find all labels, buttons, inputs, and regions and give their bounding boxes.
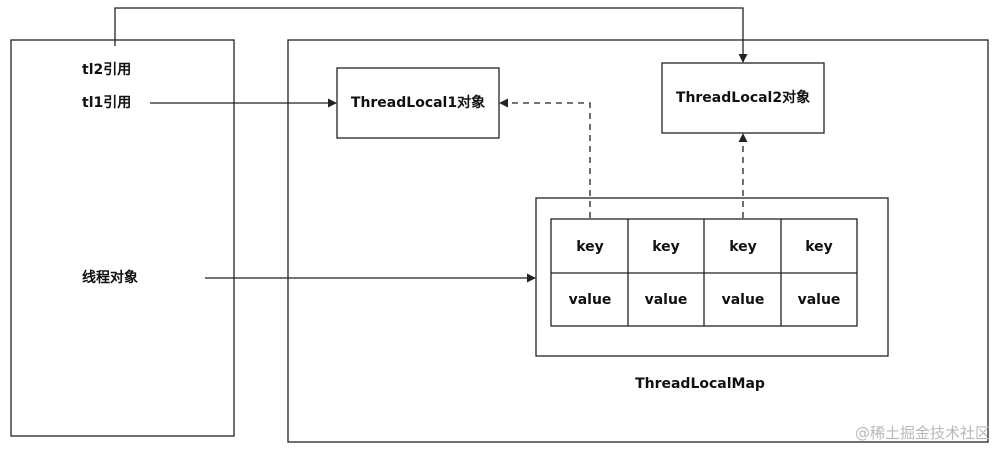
thread-box <box>10 39 235 437</box>
entry-key-4: key <box>805 239 833 255</box>
entry-key-1: key <box>576 239 604 255</box>
threadlocal2-label: ThreadLocal2对象 <box>675 90 811 106</box>
entry-key-3: key <box>729 239 757 255</box>
entry-value-3: value <box>721 292 765 308</box>
key1-weak-ref-arrow <box>499 98 591 218</box>
threadlocalmap-box <box>535 197 889 357</box>
threadlocal1-label: ThreadLocal1对象 <box>350 95 486 111</box>
entry-value-1: value <box>568 292 612 308</box>
tl2-ref-arrow <box>114 7 748 63</box>
thread-object-label: 线程对象 <box>82 270 138 286</box>
entry-value-2: value <box>644 292 688 308</box>
entry-key-2: key <box>652 239 680 255</box>
tl2-ref-label: tl2引用 <box>82 62 132 78</box>
threadlocal1-box <box>336 67 500 139</box>
threadlocal2-box <box>661 62 825 134</box>
heap-box <box>287 39 989 443</box>
threadlocalmap-label: ThreadLocalMap <box>635 376 765 392</box>
watermark: @稀土掘金技术社区 <box>854 424 990 442</box>
tl1-ref-label: tl1引用 <box>82 95 132 111</box>
entry-value-4: value <box>797 292 841 308</box>
